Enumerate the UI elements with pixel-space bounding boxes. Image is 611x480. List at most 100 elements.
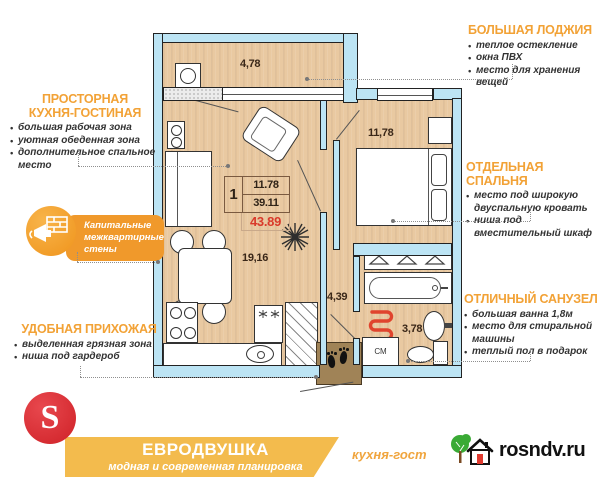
wall — [362, 365, 462, 378]
callout-item: уютная обеденная зона — [10, 135, 160, 148]
callout-kitchen-title-2: КУХНЯ-ГОСТИНАЯ — [28, 105, 142, 120]
washing-machine: СМ — [362, 337, 399, 366]
bath-sink — [423, 311, 445, 341]
callout-kitchen: ПРОСТОРНАЯ КУХНЯ-ГОСТИНАЯ большая рабоча… — [10, 92, 160, 172]
sink-tap — [444, 323, 452, 328]
sink-cabinet — [254, 305, 283, 343]
leader-dot — [391, 219, 395, 223]
hallway-area-label: 4,39 — [327, 291, 348, 303]
leader-line — [78, 166, 228, 167]
badge-line: стены — [84, 244, 117, 255]
leader-line — [80, 377, 316, 378]
plant-decoration — [281, 223, 309, 251]
nightstand — [428, 117, 452, 144]
banner-tagline: кухня-гост — [352, 447, 427, 462]
kitchen-sink — [246, 345, 274, 363]
wall — [356, 88, 378, 100]
wall — [343, 33, 358, 103]
leader-dot — [156, 260, 160, 264]
megaphone-brick-icon — [29, 216, 68, 242]
kitchen-area-label: 19,16 — [242, 252, 269, 264]
callout-item: теплый пол в подарок — [464, 346, 609, 359]
callout-item: окна ПВХ — [468, 52, 608, 65]
loggia-cabinet-circle — [180, 68, 196, 84]
leader-line — [393, 221, 530, 222]
callout-loggia: БОЛЬШАЯ ЛОДЖИЯ теплое остекление окна ПВ… — [468, 23, 608, 90]
pillow — [431, 189, 447, 221]
footprint — [327, 354, 336, 369]
badge-line: Капитальные — [84, 220, 152, 231]
callout-kitchen-title-1: ПРОСТОРНАЯ — [41, 92, 129, 106]
megaphone-badge — [26, 206, 76, 256]
bathtub — [364, 272, 452, 304]
leader-line — [408, 361, 530, 362]
stove-4-burner — [166, 302, 198, 343]
leader-dot — [314, 375, 318, 379]
bedroom-area-label: 11,78 — [368, 127, 394, 139]
leader-dot — [226, 164, 230, 168]
loggia-cabinet — [175, 63, 201, 89]
window — [377, 88, 433, 101]
partition — [320, 98, 327, 150]
callout-item: ниша под гардероб — [14, 351, 164, 364]
sofa-daybed — [165, 151, 212, 227]
bathroom-area-label: 3,78 — [402, 323, 423, 335]
wall — [452, 98, 462, 378]
watermark: rosndv.ru — [441, 421, 611, 480]
callout-item: дополнительное спальное место — [10, 147, 160, 172]
bottom-banner: ЕВРОДВУШКА модная и современная планиров… — [65, 437, 339, 477]
leader-line — [80, 366, 81, 377]
leader-dot — [305, 77, 309, 81]
leader-line — [77, 262, 159, 263]
callout-bedroom: ОТДЕЛЬНАЯ СПАЛЬНЯ место под широкую двус… — [466, 160, 608, 240]
leader-dot — [406, 359, 410, 363]
callout-item: большая ванна 1,8м — [464, 309, 609, 322]
footprint — [339, 350, 348, 365]
leader-line — [530, 349, 531, 361]
wall — [433, 88, 462, 100]
partition — [353, 243, 452, 256]
total-with-loggia-value: 43.89 — [241, 213, 290, 231]
callout-hallway: УДОБНАЯ ПРИХОЖАЯ выделенная грязная зона… — [14, 322, 164, 364]
callout-item: место под широкую двуспальную кровать — [466, 190, 608, 215]
partition — [333, 140, 340, 250]
callout-item: выделенная грязная зона — [14, 339, 164, 352]
loggia-area-label: 4,78 — [240, 58, 261, 70]
callout-item: место для хранения вещей — [468, 65, 608, 90]
dining-table — [178, 248, 232, 304]
s-logo: S — [24, 392, 76, 444]
hob-2-burner — [167, 121, 185, 149]
callout-item: большая рабочая зона — [10, 122, 160, 135]
bed — [356, 148, 452, 226]
partition — [320, 212, 327, 365]
callout-hallway-title: УДОБНАЯ ПРИХОЖАЯ — [21, 322, 157, 336]
badge-line: межквартирные — [84, 232, 164, 243]
hatched-wall — [163, 87, 223, 101]
s-logo-letter: S — [40, 399, 60, 436]
wall — [153, 33, 358, 43]
leader-line — [78, 150, 79, 166]
callout-bathroom: ОТЛИЧНЫЙ САНУЗЕЛ большая ванна 1,8м мест… — [464, 292, 609, 359]
badge-label: Капитальные межквартирные стены — [66, 215, 164, 261]
leader-line — [308, 79, 512, 80]
leader-line — [530, 208, 531, 221]
area-stamp: 1 11.78 39.11 43.89 — [224, 176, 290, 231]
leader-line — [512, 64, 513, 79]
partition — [353, 338, 360, 365]
callout-bathroom-title: ОТЛИЧНЫЙ САНУЗЕЛ — [464, 292, 598, 306]
callout-bedroom-title: ОТДЕЛЬНАЯ СПАЛЬНЯ — [466, 160, 544, 188]
toilet-bowl — [407, 346, 434, 363]
heated-floor-coil — [368, 310, 394, 341]
total-area-value: 39.11 — [253, 197, 279, 209]
mirror-wardrobe — [285, 302, 318, 368]
house-tree-icon — [451, 433, 494, 465]
callout-item: теплое остекление — [468, 40, 608, 53]
asterisk-marks — [258, 310, 280, 318]
pillow — [431, 154, 447, 186]
partition — [353, 256, 360, 312]
watermark-text: rosndv.ru — [499, 439, 586, 461]
banner-title: ЕВРОДВУШКА — [142, 440, 269, 459]
rooms-count: 1 — [225, 177, 243, 212]
callout-loggia-title: БОЛЬШАЯ ЛОДЖИЯ — [468, 23, 592, 37]
